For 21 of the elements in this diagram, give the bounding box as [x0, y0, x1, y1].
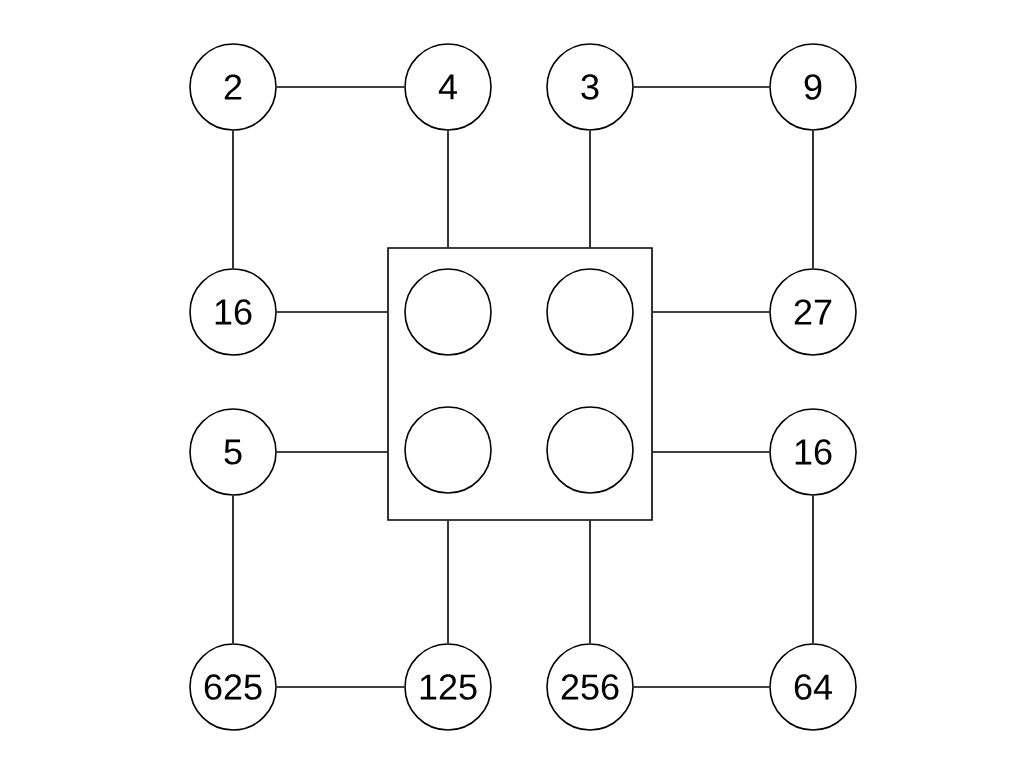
- empty-circle: [546, 268, 634, 356]
- connector-line: [447, 130, 449, 248]
- connector-line: [633, 686, 770, 688]
- connector-line: [276, 686, 405, 688]
- connector-line: [812, 130, 814, 269]
- connector-line: [589, 130, 591, 248]
- connector-line: [276, 86, 405, 88]
- connector-line: [276, 451, 388, 453]
- connector-line: [276, 311, 388, 313]
- connector-line: [447, 520, 449, 644]
- square-box: [387, 247, 653, 521]
- empty-circle: [546, 406, 634, 494]
- empty-circle: [404, 268, 492, 356]
- connector-line: [589, 520, 591, 644]
- empty-circle: [404, 406, 492, 494]
- connector-line: [232, 130, 234, 269]
- connector-line: [232, 495, 234, 644]
- connector-line: [812, 495, 814, 644]
- connector-line: [652, 311, 770, 313]
- connector-line: [652, 451, 770, 453]
- connector-line: [633, 86, 770, 88]
